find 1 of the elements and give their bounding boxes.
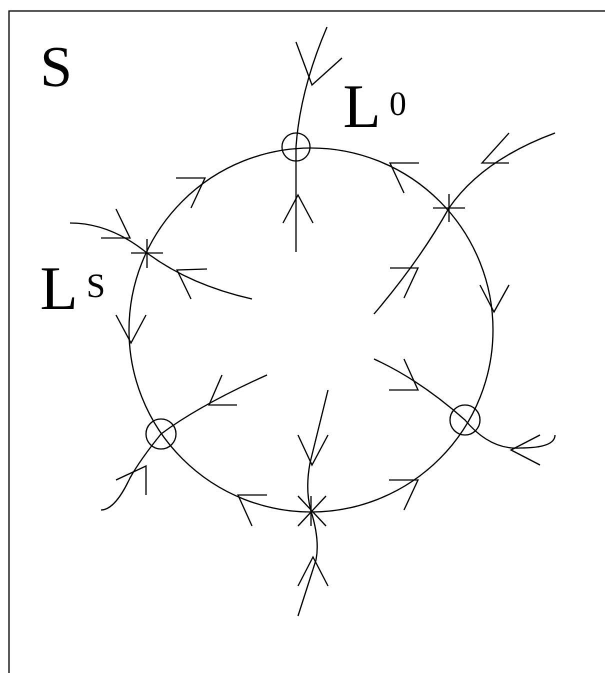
label-text: S [40, 38, 72, 96]
